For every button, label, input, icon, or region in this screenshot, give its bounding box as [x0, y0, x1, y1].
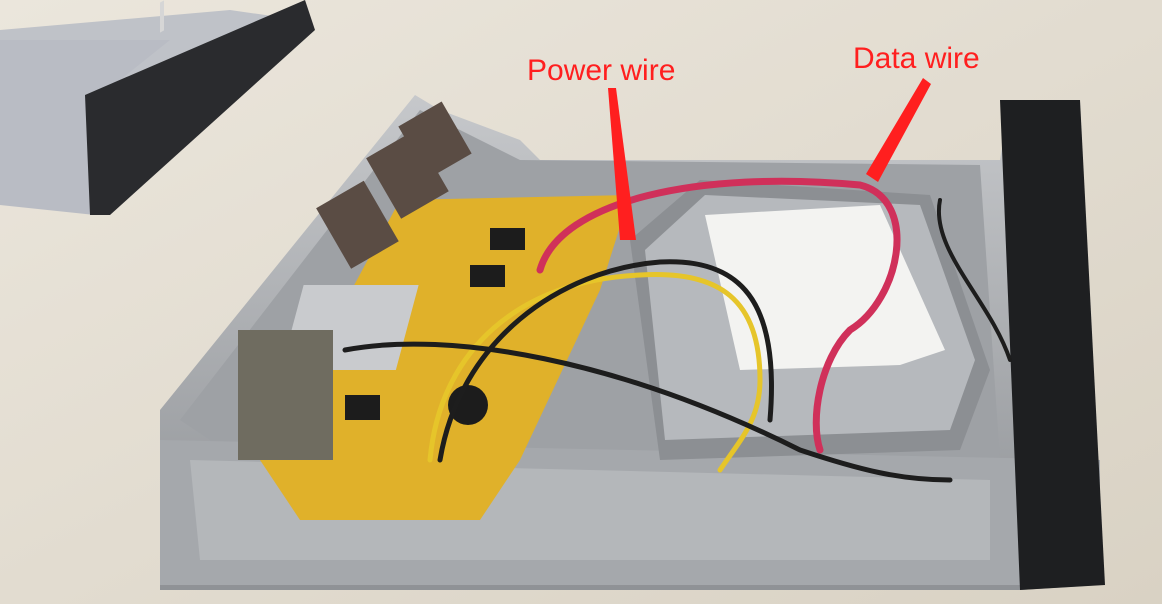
data-wire-label: Data wire: [853, 42, 980, 75]
data-wire-arrow: [866, 78, 931, 182]
rj45-port: [238, 330, 333, 460]
dvr-lid: [0, 0, 315, 215]
pcb-board: [260, 195, 630, 520]
power-wire-arrow: [608, 88, 636, 240]
wires: [342, 177, 1012, 483]
bnc-connectors: [316, 101, 472, 269]
hard-drive: [630, 180, 990, 460]
power-wire-label: Power wire: [527, 54, 676, 87]
